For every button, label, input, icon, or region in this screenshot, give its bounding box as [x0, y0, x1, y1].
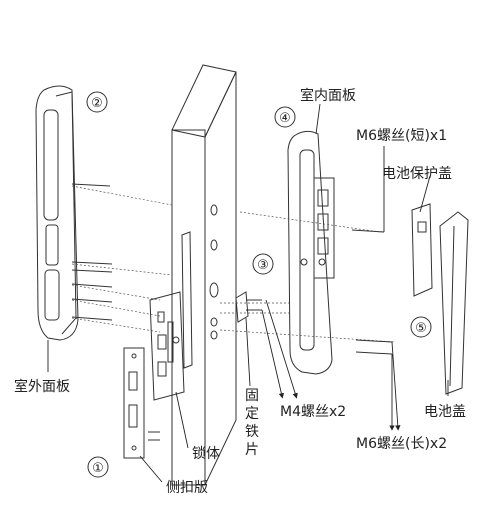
callout-1: ①	[87, 456, 109, 478]
label-m6-long: M6螺丝(长)x2	[356, 436, 447, 452]
outside-panel	[35, 85, 79, 341]
leader-lines	[47, 103, 449, 483]
svg-text:固: 固	[245, 388, 259, 404]
text-labels: 室外面板 室内面板 M6螺丝(短)x1 电池保护盖 电池盖 锁体 侧扣版 M4螺…	[14, 87, 466, 496]
label-battery-cover: 电池盖	[424, 404, 466, 420]
label-lock-body: 锁体	[192, 446, 220, 462]
svg-text:片: 片	[245, 442, 259, 458]
label-fixing-plate: 固 定 铁 片	[245, 388, 259, 458]
label-m4-screw: M4螺丝x2	[280, 404, 346, 420]
svg-text:铁: 铁	[245, 424, 259, 440]
label-battery-protect-cover: 电池保护盖	[382, 166, 452, 182]
callout-numbers: ① ② ③ ④ ⑤	[86, 91, 432, 478]
door-panel	[171, 64, 237, 486]
svg-text:①: ①	[92, 461, 104, 476]
label-m6-short: M6螺丝(短)x1	[356, 128, 447, 144]
callout-4: ④	[274, 106, 296, 128]
inside-screws	[219, 211, 396, 355]
label-outside-panel: 室外面板	[14, 378, 70, 395]
svg-text:④: ④	[279, 111, 291, 126]
battery-cover	[439, 211, 469, 395]
lock-body	[149, 231, 193, 401]
label-strike-plate: 侧扣版	[166, 480, 208, 496]
svg-text:②: ②	[91, 96, 103, 111]
strike-plate	[123, 347, 160, 459]
svg-text:③: ③	[257, 258, 269, 273]
outside-screws	[71, 183, 173, 333]
fixing-plate	[220, 291, 292, 323]
inside-panel	[287, 130, 335, 375]
callout-2: ②	[86, 91, 108, 113]
label-inside-panel: 室内面板	[300, 87, 356, 104]
callout-3: ③	[252, 253, 274, 275]
svg-text:⑤: ⑤	[415, 321, 427, 336]
svg-text:定: 定	[245, 406, 259, 422]
callout-5: ⑤	[410, 316, 432, 338]
battery-protect-cover	[411, 203, 433, 297]
